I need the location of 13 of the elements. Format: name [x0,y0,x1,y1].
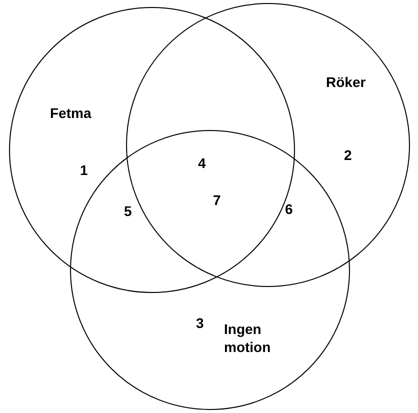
region-number: 1 [80,162,88,178]
region-number: 5 [124,203,132,219]
region-number: 3 [196,315,204,331]
region-number: 4 [198,155,206,171]
set-label: Röker [326,73,367,91]
set-label: Ingen motion [224,320,272,356]
venn-circle [9,7,295,293]
venn-circle [126,3,410,287]
region-number: 7 [213,192,221,208]
region-number: 2 [344,147,352,163]
region-number: 6 [285,201,293,217]
venn-circle [70,130,350,410]
set-label: Fetma [50,104,92,122]
